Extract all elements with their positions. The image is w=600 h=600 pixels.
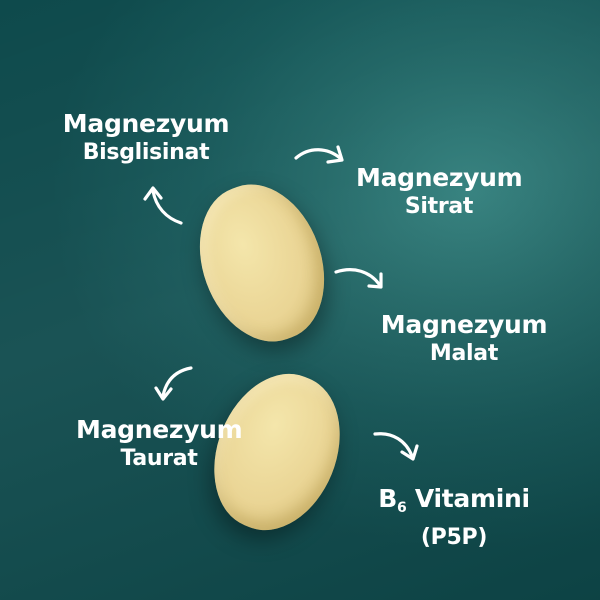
label-line2: Malat xyxy=(429,341,499,366)
arrow-taurat-icon xyxy=(154,366,193,401)
label-line1: Magnezyum xyxy=(62,109,230,138)
label-line2: (P5P) xyxy=(420,525,488,550)
b6-rest: Vitamini xyxy=(406,484,530,513)
label-line1: Magnezyum xyxy=(76,415,243,444)
label-magnezyum-taurat: Magnezyum Taurat xyxy=(76,414,243,473)
label-line2: Sitrat xyxy=(404,194,474,219)
arrow-malat-icon xyxy=(334,268,383,289)
b6-subscript: 6 xyxy=(397,500,407,516)
arrow-sitrat-icon xyxy=(294,145,344,164)
label-line2: Taurat xyxy=(120,446,198,471)
label-magnezyum-malat: Magnezyum Malat xyxy=(376,309,552,368)
label-line1: Magnezyum xyxy=(356,163,523,192)
b6-prefix: B xyxy=(378,484,397,513)
label-line1: B6 Vitamini xyxy=(374,483,534,524)
arrow-bisglisinat-icon xyxy=(143,186,183,225)
arrow-b6-icon xyxy=(373,432,419,461)
label-magnezyum-bisglisinat: Magnezyum Bisglisinat xyxy=(62,108,230,167)
label-line1: Magnezyum xyxy=(380,310,548,339)
label-b6-vitamini: B6 Vitamini (P5P) xyxy=(374,483,534,552)
label-line2: Bisglisinat xyxy=(82,140,210,165)
label-magnezyum-sitrat: Magnezyum Sitrat xyxy=(356,162,523,221)
